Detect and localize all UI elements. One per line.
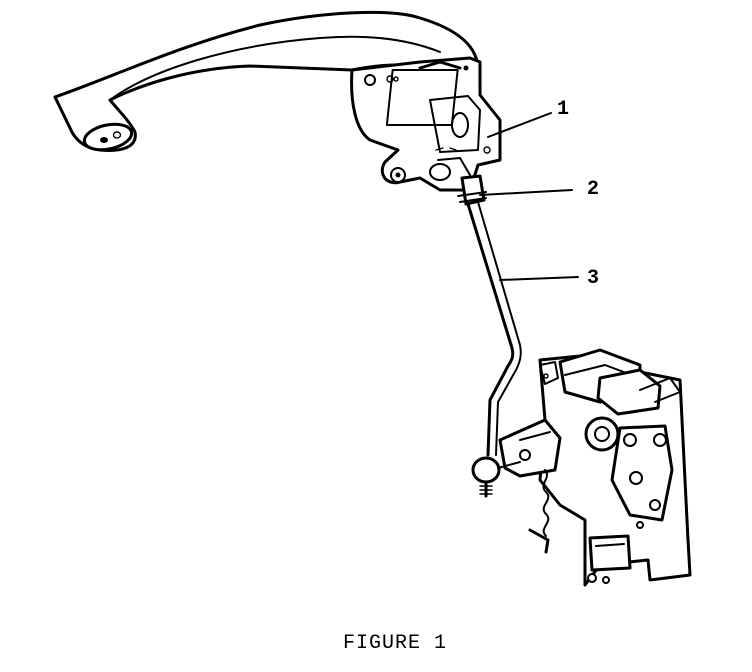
callout-2-label: 2 bbox=[587, 178, 599, 201]
rod-clip bbox=[457, 174, 487, 206]
handle-bracket bbox=[350, 56, 502, 192]
actuator-rod bbox=[466, 201, 522, 457]
figure-caption: FIGURE 1 bbox=[342, 632, 447, 655]
callout-leaders bbox=[479, 112, 579, 281]
callout-1-label: 1 bbox=[557, 98, 569, 121]
callout-3-label: 3 bbox=[587, 267, 599, 290]
door-latch bbox=[471, 348, 692, 587]
